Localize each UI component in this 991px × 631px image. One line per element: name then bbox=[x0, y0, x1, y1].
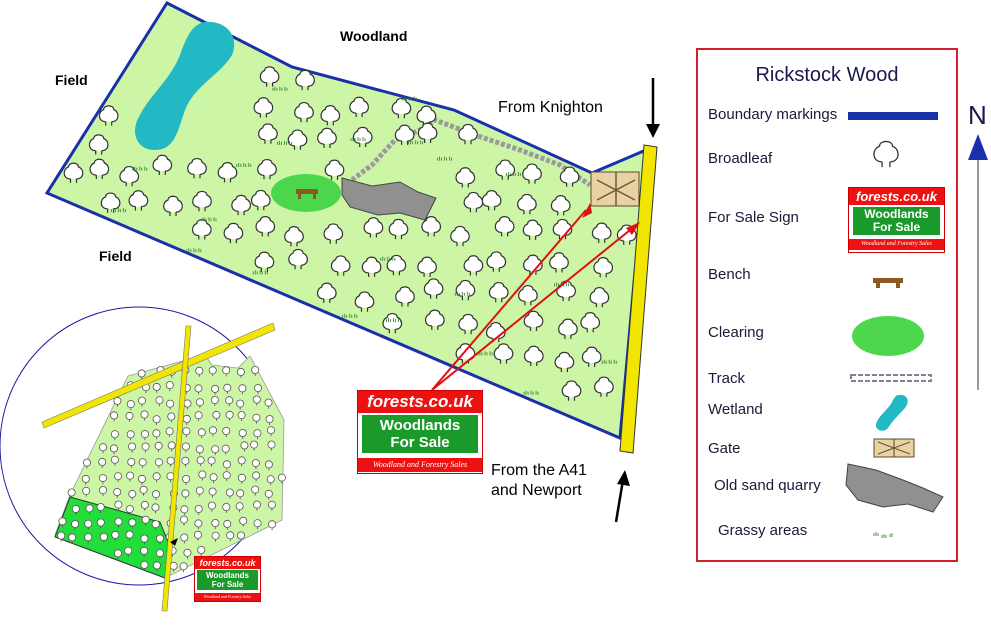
tree-icon bbox=[873, 140, 899, 168]
bench-icon bbox=[873, 278, 903, 288]
inset-sign-brand: forests.co.uk bbox=[195, 557, 260, 569]
legend-sign-text: Woodlands For Sale bbox=[851, 205, 942, 237]
legend-item-broadleaf: Broadleaf bbox=[708, 150, 773, 167]
grass-icon bbox=[454, 291, 470, 297]
label-field-top: Field bbox=[55, 72, 88, 88]
legend-item-track: Track bbox=[708, 370, 745, 387]
grass-icon bbox=[201, 216, 217, 222]
legend-item-quarry: Old sand quarry bbox=[714, 477, 821, 494]
quarry-icon bbox=[845, 463, 944, 513]
grass-icon bbox=[342, 313, 358, 319]
legend-sign-tagline: Woodland and Forestry Sales bbox=[849, 239, 944, 250]
grass-icon bbox=[401, 96, 417, 101]
grass-icon bbox=[276, 140, 292, 146]
label-from-knighton: From Knighton bbox=[498, 99, 603, 116]
bench-marker bbox=[296, 189, 318, 194]
sign-tagline: Woodland and Forestry Sales bbox=[358, 458, 482, 472]
track-icon bbox=[850, 374, 932, 382]
grass-icon bbox=[186, 247, 202, 253]
grass-icon bbox=[523, 390, 539, 396]
grass-icon bbox=[252, 269, 268, 275]
grass-icon bbox=[385, 317, 401, 323]
legend-sign-brand: forests.co.uk bbox=[849, 188, 944, 205]
arrow-from-knighton bbox=[646, 78, 660, 138]
grass-icon bbox=[505, 171, 521, 177]
label-from-a41-line2: and Newport bbox=[491, 482, 582, 499]
grass-icon bbox=[873, 532, 893, 538]
grass-icon bbox=[272, 86, 288, 92]
grass-icon bbox=[601, 359, 617, 365]
sign-icon: forests.co.uk Woodlands For Sale Woodlan… bbox=[848, 187, 945, 253]
legend-item-sign: For Sale Sign bbox=[708, 209, 799, 226]
label-woodland: Woodland bbox=[340, 28, 408, 44]
boundary-icon bbox=[848, 112, 938, 120]
wetland-icon bbox=[875, 394, 908, 431]
inset-for-sale-sign: forests.co.uk Woodlands For Sale Woodlan… bbox=[194, 556, 261, 602]
quarry-area bbox=[341, 177, 437, 221]
legend-item-clearing: Clearing bbox=[708, 324, 764, 341]
sign-pointer-arrows bbox=[431, 203, 640, 391]
grass-icon bbox=[437, 156, 452, 162]
legend-item-bench: Bench bbox=[708, 266, 751, 283]
legend-sign-line1: Woodlands bbox=[864, 207, 929, 221]
legend-item-boundary: Boundary markings bbox=[708, 106, 838, 123]
wetland-area bbox=[135, 21, 235, 150]
north-arrow-icon bbox=[968, 134, 988, 390]
legend-symbols bbox=[845, 112, 988, 538]
inset-location-map bbox=[0, 306, 286, 612]
inset-sign-line2: For Sale bbox=[211, 580, 244, 589]
arrow-from-a41 bbox=[614, 470, 630, 523]
grass-icon bbox=[236, 162, 252, 168]
road bbox=[619, 144, 658, 454]
sign-line1: Woodlands bbox=[379, 417, 461, 434]
grass-icon bbox=[380, 256, 396, 262]
grass-icon bbox=[132, 166, 148, 172]
sign-line2: For Sale bbox=[390, 434, 450, 451]
gate-icon bbox=[873, 438, 915, 458]
grass-icon bbox=[408, 139, 424, 145]
sign-text: Woodlands For Sale bbox=[360, 413, 480, 455]
legend-item-wetland: Wetland bbox=[708, 401, 763, 418]
legend-title: Rickstock Wood bbox=[755, 64, 899, 86]
label-field-bottom: Field bbox=[99, 248, 132, 264]
north-label: N bbox=[968, 100, 987, 130]
label-from-a41-line1: From the A41 bbox=[491, 462, 588, 479]
grass-icon bbox=[350, 136, 366, 142]
sign-brand: forests.co.uk bbox=[358, 391, 482, 413]
grass-icon bbox=[110, 207, 126, 213]
inset-sign-line1: Woodlands bbox=[206, 571, 249, 580]
legend-item-grass: Grassy areas bbox=[718, 522, 808, 539]
inset-sign-text: Woodlands For Sale bbox=[196, 569, 259, 591]
map-legend: Rickstock Wood Boundary markings Broadle… bbox=[696, 48, 988, 562]
inset-tree-icon bbox=[268, 520, 277, 531]
legend-sign-line2: For Sale bbox=[872, 220, 921, 234]
legend-item-gate: Gate bbox=[708, 440, 741, 457]
clearing-icon bbox=[852, 316, 924, 356]
inset-sign-tagline: Woodland and Forestry Sales bbox=[195, 593, 260, 601]
for-sale-sign: forests.co.uk Woodlands For Sale Woodlan… bbox=[357, 390, 483, 474]
gate-marker bbox=[590, 171, 640, 207]
